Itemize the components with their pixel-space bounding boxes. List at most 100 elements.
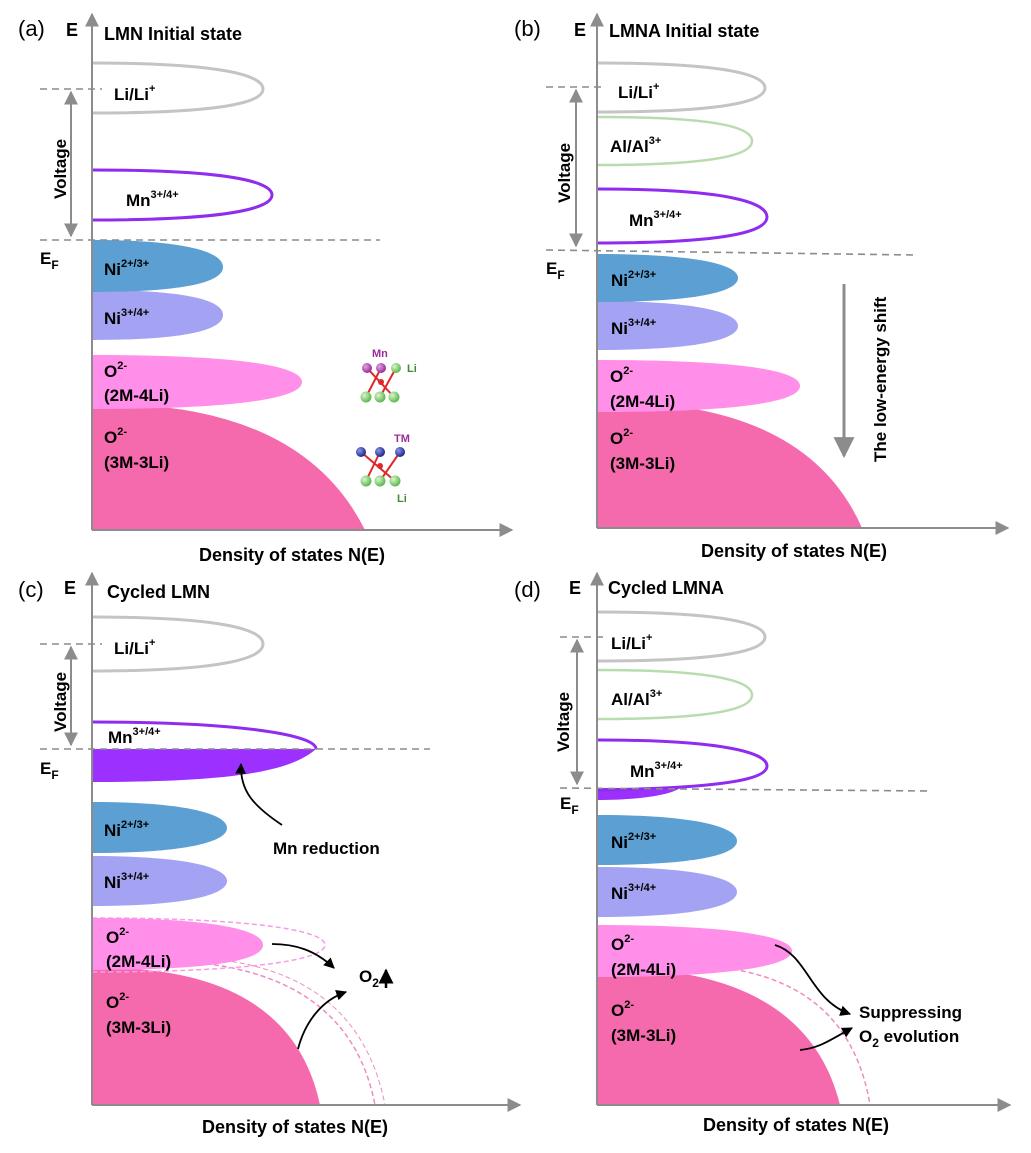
- x-axis-label: Density of states N(E): [703, 1115, 889, 1135]
- energy-axis-label: E: [569, 578, 581, 598]
- mn-band-label: Mn3+/4+: [629, 209, 682, 230]
- svg-text:Li: Li: [407, 363, 417, 375]
- o-2m4li-band-sublabel: (2M-4Li): [611, 960, 676, 979]
- voltage-label: Voltage: [51, 672, 70, 732]
- o-3m3li-structure-icon: TM Li: [356, 433, 410, 505]
- mn-band-outline: [91, 168, 274, 222]
- o2-release-arrow-top: [271, 943, 335, 969]
- panel-label: (a): [18, 16, 45, 41]
- suppression-label-line2: O2 evolution: [859, 1027, 959, 1050]
- o-2m4li-band-label: O2-: [611, 933, 634, 954]
- o-2m4li-original-outline: [91, 917, 326, 973]
- o-2m4li-band-sublabel: (2M-4Li): [104, 386, 169, 405]
- svg-text:Li: Li: [397, 493, 407, 505]
- o-3m3li-band-label: O2-: [106, 991, 129, 1012]
- mn-band-label: Mn3+/4+: [108, 726, 161, 747]
- ni34-band-label: Ni3+/4+: [611, 317, 656, 338]
- fermi-label: EF: [560, 794, 579, 817]
- panel-title: Cycled LMNA: [608, 578, 724, 598]
- o2-label: O2: [359, 967, 379, 990]
- o-2m4li-band-label: O2-: [106, 926, 129, 947]
- o-3m3li-band-sublabel: (3M-3Li): [104, 453, 169, 472]
- o-3m3li-band-label: O2-: [610, 427, 633, 448]
- o-3m3li-band-label: O2-: [611, 999, 634, 1020]
- fermi-level-dash: [545, 249, 916, 256]
- o-3m3li-band: [597, 401, 862, 528]
- x-axis-label: Density of states N(E): [701, 541, 887, 561]
- mn-reduction-arrow: [235, 762, 283, 826]
- o-2m4li-band-sublabel: (2M-4Li): [106, 952, 171, 971]
- ni34-band: [597, 301, 738, 350]
- o-3m3li-original-outline: [724, 967, 871, 1106]
- li-band-outline: [91, 61, 265, 115]
- al-band-outline: [596, 115, 754, 167]
- ni23-band-label: Ni2+/3+: [611, 269, 656, 290]
- li-band-label: Li/Li+: [114, 83, 155, 104]
- o-2m4li-band: [92, 918, 263, 970]
- panel-b: (b) E LMNA Initial state Voltage EF Li/L…: [514, 12, 1010, 561]
- ni23-band: [597, 254, 738, 302]
- fermi-level-dash: [559, 787, 931, 792]
- o-2m4li-band-label: O2-: [104, 360, 127, 381]
- li-band-outline: [596, 610, 767, 663]
- suppression-label-line1: Suppressing: [859, 1003, 962, 1022]
- x-axis-label: Density of states N(E): [199, 545, 385, 565]
- ni23-band: [92, 802, 227, 853]
- ni23-band: [597, 815, 737, 865]
- suppression-arrow-top: [774, 944, 852, 1016]
- mn-reduction-label: Mn reduction: [273, 839, 380, 858]
- al-band-outline: [596, 668, 754, 721]
- svg-text:Mn: Mn: [372, 348, 388, 360]
- panel-label: (c): [18, 577, 44, 602]
- energy-axis-label: E: [574, 20, 586, 40]
- li-band-label: Li/Li+: [611, 632, 652, 653]
- suppression-arrow-bottom: [799, 1027, 853, 1051]
- ni34-band-label: Ni3+/4+: [611, 882, 656, 903]
- mn-band-filled: [92, 749, 316, 782]
- ni23-band-label: Ni2+/3+: [104, 258, 149, 279]
- o-2m4li-band: [597, 360, 800, 412]
- mn-band-label: Mn3+/4+: [126, 189, 179, 210]
- low-energy-shift-label: The low-energy shift: [871, 296, 890, 462]
- panel-a: (a) E LMN Initial state Voltage EF Li/Li…: [18, 12, 514, 565]
- o-2m4li-structure-icon: Mn Li: [360, 348, 417, 403]
- panel-title: LMN Initial state: [104, 24, 242, 44]
- li-band-outline: [596, 61, 767, 114]
- ni34-band: [597, 867, 737, 917]
- o-3m3li-band-label: O2-: [104, 426, 127, 447]
- o-2m4li-band-sublabel: (2M-4Li): [610, 392, 675, 411]
- panel-title: LMNA Initial state: [609, 21, 759, 41]
- ni23-band: [92, 240, 223, 292]
- panel-d: (d) E Cycled LMNA Voltage EF Li/Li+ Al/A…: [514, 571, 1012, 1135]
- mn-band-outline: [91, 720, 318, 750]
- li-band-label: Li/Li+: [618, 81, 659, 102]
- panel-label: (d): [514, 577, 541, 602]
- fermi-label: EF: [40, 249, 59, 272]
- al-band-label: Al/Al3+: [610, 135, 661, 156]
- o-3m3li-band-sublabel: (3M-3Li): [106, 1018, 171, 1037]
- o-2m4li-band-label: O2-: [610, 365, 633, 386]
- li-band-label: Li/Li+: [114, 637, 155, 658]
- voltage-label: Voltage: [555, 143, 574, 203]
- x-axis-label: Density of states N(E): [202, 1117, 388, 1137]
- mn-band-label: Mn3+/4+: [630, 760, 683, 781]
- mn-band-outline: [596, 738, 769, 792]
- svg-text:TM: TM: [394, 433, 410, 445]
- o-3m3li-band-sublabel: (3M-3Li): [611, 1026, 676, 1045]
- energy-axis-label: E: [64, 578, 76, 598]
- o-2m4li-band: [597, 925, 792, 977]
- panel-c: (c) E Cycled LMN Voltage EF Li/Li+ Mn3+/…: [18, 571, 522, 1137]
- o-3m3li-band: [92, 403, 365, 530]
- ni34-band: [92, 856, 227, 906]
- o-3m3li-band: [597, 967, 840, 1105]
- o-2m4li-band: [92, 355, 302, 409]
- ni34-band: [92, 290, 223, 340]
- panel-label: (b): [514, 16, 541, 41]
- al-band-label: Al/Al3+: [611, 688, 662, 709]
- mn-band-outline: [596, 187, 769, 245]
- energy-axis-label: E: [66, 20, 78, 40]
- fermi-label: EF: [40, 759, 59, 782]
- o-3m3li-band: [92, 967, 320, 1105]
- o2-release-arrow-bottom: [297, 989, 348, 1050]
